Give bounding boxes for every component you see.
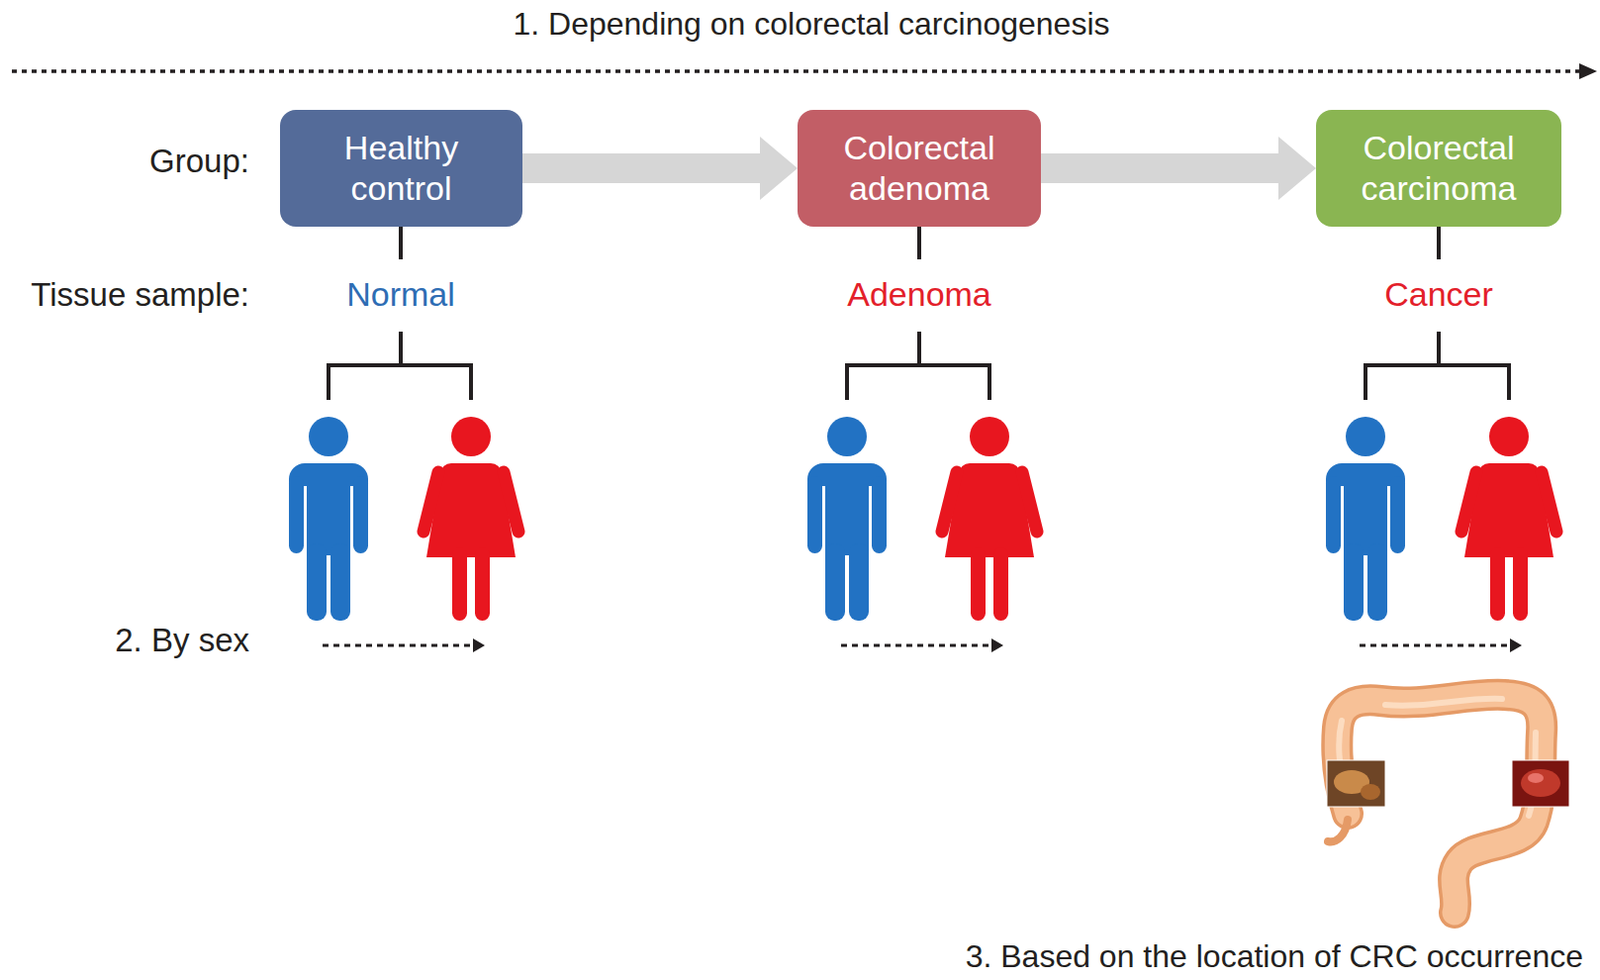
female-icon [423,416,519,621]
appendix [1327,819,1348,842]
box-text: Colorectal adenoma [820,127,1019,210]
process-box: Colorectal adenoma [797,109,1041,227]
male-icon [807,416,887,621]
stem-line [398,331,403,366]
bracket [847,226,990,400]
bracket-line [847,365,990,400]
arrow-head [991,638,1004,653]
male-icon [1325,416,1406,621]
process-box: Colorectal carcinoma [1316,109,1562,227]
box-text: Colorectal carcinoma [1339,127,1538,210]
text-label: 1. Depending on colorectal carcinogenesi… [512,7,1110,40]
female-icon [941,416,1037,621]
arrow-head [1509,638,1522,653]
text-label: Cancer [1384,277,1494,311]
text-label: Normal [346,277,456,311]
progress-line [11,69,1582,74]
block-arrow [1040,136,1317,200]
box-text: Healthy control [302,127,501,210]
block-arrow [522,136,798,200]
text-label: 3. Based on the location of CRC occurren… [965,940,1584,972]
photo-detail [1520,768,1561,797]
stem-line [917,331,922,366]
bracket [328,226,471,400]
female-icon [1461,416,1557,621]
dotted-line [1359,644,1510,648]
sex-arrow [1359,638,1522,653]
photo-detail [1360,783,1381,800]
photo-detail [1527,772,1544,783]
sex-arrow [841,638,1004,653]
text-label: 2. By sex [114,623,250,657]
dotted-line [322,644,473,648]
dotted-line [841,644,992,648]
bracket-line [1365,365,1509,400]
arrow-head [1579,63,1598,80]
process-box: Healthy control [280,109,523,227]
bracket-line [328,365,471,400]
text-label: Adenoma [847,277,992,311]
text-label: Group: [149,144,250,178]
colon-illustration [1326,694,1570,913]
colon-highlight [1338,698,1536,816]
sex-arrow [322,638,485,653]
stem-line [1436,226,1441,260]
endoscopy-photo [1326,759,1386,807]
arrow-head [472,638,485,653]
bracket [1365,226,1509,400]
stem-line [1436,331,1441,366]
endoscopy-photo [1511,759,1570,807]
stem-line [917,226,922,260]
male-icon [288,416,369,621]
text-label: Tissue sample: [30,278,250,311]
stem-line [398,226,403,260]
